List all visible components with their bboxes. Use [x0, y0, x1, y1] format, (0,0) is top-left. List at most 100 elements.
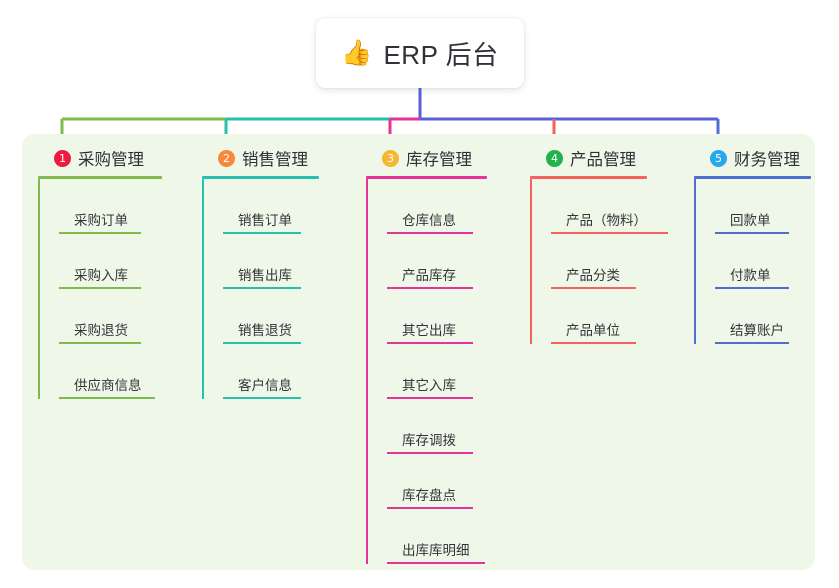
sub-item-label: 供应商信息: [74, 377, 142, 393]
column-title: 库存管理: [406, 151, 472, 169]
column-1: 1 采购管理采购订单采购入库采购退货供应商信息: [38, 145, 162, 399]
column-spine: [530, 179, 532, 344]
sub-item[interactable]: 销售出库: [223, 234, 319, 289]
column-badge-icon: 5: [710, 149, 727, 167]
sub-item[interactable]: 回款单: [715, 179, 811, 234]
sub-item-list: 销售订单销售出库销售退货客户信息: [202, 179, 319, 399]
sub-item[interactable]: 客户信息: [223, 344, 319, 399]
column-underline: [366, 176, 487, 179]
sub-item-label: 其它出库: [402, 322, 456, 338]
column-2: 2 销售管理销售订单销售出库销售退货客户信息: [202, 145, 319, 399]
sub-item-underline: [387, 397, 473, 399]
sub-item[interactable]: 产品库存: [387, 234, 487, 289]
sub-item[interactable]: 付款单: [715, 234, 811, 289]
column-title: 产品管理: [570, 151, 636, 169]
sub-item-label: 仓库信息: [402, 212, 456, 228]
sub-item[interactable]: 产品单位: [551, 289, 647, 344]
sub-item-underline: [223, 287, 301, 289]
column-badge-icon: 1: [54, 149, 71, 167]
sub-item-label: 出库库明细: [402, 542, 470, 558]
column-5: 5 财务管理回款单付款单结算账户: [694, 145, 811, 344]
sub-item-underline: [551, 342, 636, 344]
sub-item-label: 产品（物料）: [566, 212, 647, 228]
column-header-4[interactable]: 4 产品管理: [530, 145, 647, 171]
column-header-5[interactable]: 5 财务管理: [694, 145, 811, 171]
sub-item-list: 产品（物料） 产品分类产品单位: [530, 179, 668, 344]
sub-item-underline: [387, 562, 485, 564]
sub-item[interactable]: 仓库信息: [387, 179, 487, 234]
sub-item-label: 结算账户: [730, 322, 784, 338]
sub-item-underline: [387, 287, 473, 289]
sub-item-label: 销售订单: [238, 212, 292, 228]
sub-item-label: 销售退货: [238, 322, 292, 338]
column-title: 销售管理: [242, 151, 308, 169]
sub-item-label: 客户信息: [238, 377, 292, 393]
sub-item-label: 销售出库: [238, 267, 292, 283]
sub-item-underline: [223, 342, 301, 344]
sub-item-label: 采购订单: [74, 212, 128, 228]
sub-item-underline: [387, 507, 473, 509]
thumbs-up-icon: 👍: [341, 38, 373, 67]
sub-item-label: 产品库存: [402, 267, 456, 283]
column-badge-icon: 2: [218, 149, 235, 167]
sub-item[interactable]: 销售退货: [223, 289, 319, 344]
column-4: 4 产品管理产品（物料） 产品分类产品单位: [530, 145, 668, 344]
sub-item-list: 采购订单采购入库采购退货供应商信息: [38, 179, 162, 399]
sub-item[interactable]: 其它出库: [387, 289, 487, 344]
sub-item[interactable]: 产品（物料）: [551, 179, 668, 234]
sub-item[interactable]: 库存盘点: [387, 454, 487, 509]
sub-item-underline: [59, 342, 141, 344]
root-node-card[interactable]: 👍 ERP 后台: [316, 18, 524, 88]
sub-item[interactable]: 其它入库: [387, 344, 487, 399]
sub-item[interactable]: 采购订单: [59, 179, 162, 234]
root-node-content: 👍 ERP 后台: [341, 35, 498, 72]
sub-item-underline: [551, 232, 668, 234]
sub-item-underline: [715, 232, 789, 234]
column-underline: [694, 176, 811, 179]
sub-item-label: 库存调拨: [402, 432, 456, 448]
sub-item-underline: [387, 342, 473, 344]
sub-item-underline: [387, 452, 473, 454]
column-spine: [202, 179, 204, 399]
sub-item[interactable]: 出库库明细: [387, 509, 487, 564]
sub-item-label: 库存盘点: [402, 487, 456, 503]
column-underline: [530, 176, 647, 179]
column-spine: [694, 179, 696, 344]
column-badge-icon: 4: [546, 149, 563, 167]
sub-item-underline: [715, 342, 789, 344]
sub-item-label: 产品单位: [566, 322, 620, 338]
sub-item-underline: [59, 397, 155, 399]
sub-item[interactable]: 产品分类: [551, 234, 647, 289]
sub-item-label: 产品分类: [566, 267, 620, 283]
column-spine: [366, 179, 368, 564]
sub-item-underline: [223, 232, 301, 234]
diagram-panel: [22, 134, 815, 570]
sub-item-list: 回款单付款单结算账户: [694, 179, 811, 344]
column-header-1[interactable]: 1 采购管理: [38, 145, 162, 171]
column-header-2[interactable]: 2 销售管理: [202, 145, 319, 171]
column-underline: [38, 176, 162, 179]
column-spine: [38, 179, 40, 399]
sub-item[interactable]: 供应商信息: [59, 344, 162, 399]
sub-item-underline: [551, 287, 636, 289]
column-header-3[interactable]: 3 库存管理: [366, 145, 487, 171]
sub-item-label: 采购退货: [74, 322, 128, 338]
column-title: 采购管理: [78, 151, 144, 169]
sub-item[interactable]: 采购入库: [59, 234, 162, 289]
sub-item-underline: [59, 232, 141, 234]
sub-item-underline: [59, 287, 141, 289]
sub-item[interactable]: 采购退货: [59, 289, 162, 344]
sub-item-label: 其它入库: [402, 377, 456, 393]
column-badge-icon: 3: [382, 149, 399, 167]
sub-item[interactable]: 库存调拨: [387, 399, 487, 454]
sub-item-label: 付款单: [730, 267, 771, 283]
sub-item-label: 回款单: [730, 212, 771, 228]
sub-item[interactable]: 结算账户: [715, 289, 811, 344]
sub-item[interactable]: 销售订单: [223, 179, 319, 234]
sub-item-underline: [387, 232, 473, 234]
column-3: 3 库存管理仓库信息产品库存其它出库其它入库库存调拨库存盘点出库库明细: [366, 145, 487, 564]
column-title: 财务管理: [734, 151, 800, 169]
sub-item-label: 采购入库: [74, 267, 128, 283]
sub-item-underline: [715, 287, 789, 289]
